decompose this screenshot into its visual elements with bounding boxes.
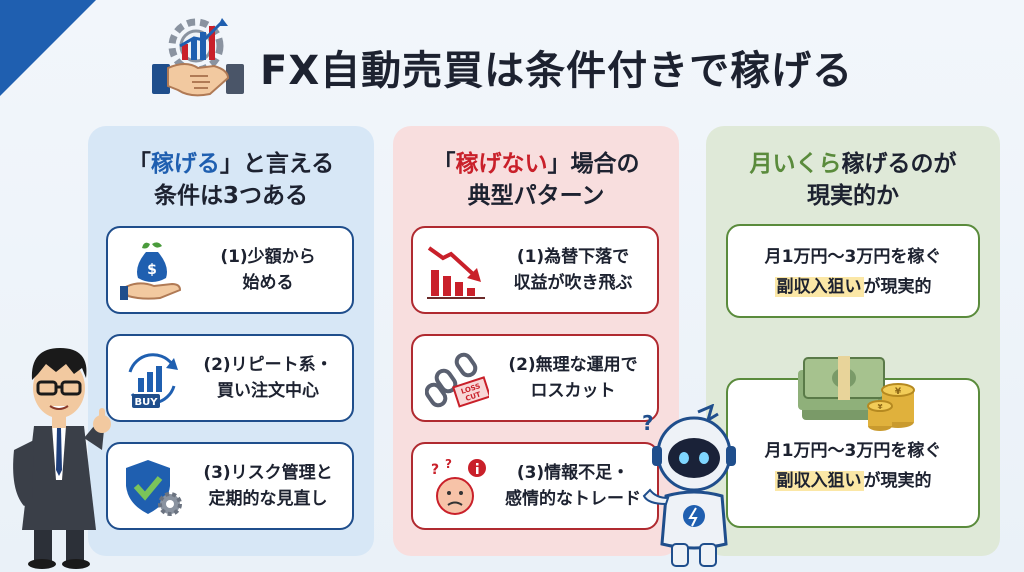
heading-bracket-open: 「	[432, 151, 456, 177]
condition-card-1: $ (1)少額から 始める	[106, 226, 354, 314]
broken-chain-icon: LOSS CUT	[425, 352, 489, 408]
card-text: (3)リスク管理と 定期的な見直し	[190, 444, 346, 528]
header: FX自動売買は条件付きで稼げる	[150, 16, 890, 102]
card-line1: (3)情報不足・	[516, 463, 630, 483]
card-line2: ロスカット	[530, 381, 616, 401]
condition-card-2: BUY (2)リピート系・ 買い注文中心	[106, 334, 354, 422]
column-cannot-earn: 「稼げない」場合の 典型パターン (1)為替下落で 収益が吹き飛ぶ LOSS C…	[393, 126, 679, 556]
money-bag-hand-icon: $	[120, 242, 182, 300]
robot-character: ?	[642, 404, 736, 567]
column-can-earn: 「稼げる」と言える 条件は3つある $ (1)少額から 始める BUY (2)リ	[88, 126, 374, 556]
card-line2: 買い注文中心	[217, 381, 319, 401]
yen-sign-1: ¥	[895, 387, 902, 397]
dollar-sign: $	[147, 262, 157, 278]
condition-card-3: (3)リスク管理と 定期的な見直し	[106, 442, 354, 530]
yen-sign-2: ¥	[878, 403, 883, 411]
svg-text:?: ?	[642, 411, 654, 435]
confused-face-icon: ? ?	[431, 457, 486, 515]
income-line1: 月1万円〜3万円を稼ぐ	[764, 441, 942, 461]
income-highlight: 副収入狙い	[774, 277, 864, 297]
heading-highlight: 稼げない	[455, 151, 548, 177]
card-line1: (1)為替下落で	[516, 247, 630, 267]
heading-line2: 現実的か	[807, 183, 899, 209]
handshake-gear-chart-icon	[152, 18, 244, 97]
svg-text:?: ?	[431, 462, 439, 478]
businessman-character	[13, 348, 111, 569]
heading-line2: 典型パターン	[467, 183, 605, 209]
card-line1: (2)無理な運用で	[508, 355, 638, 375]
page-title: FX自動売買は条件付きで稼げる	[260, 48, 854, 94]
income-line2: 副収入狙いが現実的	[728, 272, 978, 302]
card-line1: (2)リピート系・	[203, 355, 333, 375]
pattern-card-1: (1)為替下落で 収益が吹き飛ぶ	[411, 226, 659, 314]
column-heading: 「稼げない」場合の 典型パターン	[393, 148, 679, 212]
shield-check-gear-icon	[126, 460, 182, 516]
heading-bracket-open: 「	[127, 151, 151, 177]
heading-text: 」場合の	[547, 151, 640, 177]
column-heading: 月いくら稼げるのが 現実的か	[706, 148, 1000, 212]
heading-highlight: 稼げる	[150, 151, 220, 177]
card-text: (1)少額から 始める	[190, 228, 346, 312]
card-text: (1)為替下落で 収益が吹き飛ぶ	[495, 228, 651, 312]
money-stack-icon: ¥ ¥	[798, 356, 915, 431]
card-line2: 定期的な見直し	[208, 489, 328, 509]
card-line2: 感情的なトレード	[505, 489, 641, 509]
income-line1: 月1万円〜3万円を稼ぐ	[764, 247, 942, 267]
heading-highlight: 月いくら	[749, 151, 842, 177]
heading-text: 稼げるのが	[841, 151, 957, 177]
income-highlight: 副収入狙い	[774, 471, 864, 491]
pattern-card-2: LOSS CUT (2)無理な運用で ロスカット	[411, 334, 659, 422]
card-line1: (1)少額から	[220, 247, 316, 267]
repeat-buy-chart-icon: BUY	[128, 353, 178, 408]
corner-accent	[0, 0, 96, 96]
svg-text:?: ?	[445, 457, 452, 471]
heading-text: 」と言える	[219, 151, 335, 177]
heading-line2: 条件は3つある	[153, 183, 308, 209]
card-text: (3)情報不足・ 感情的なトレード	[495, 444, 651, 528]
card-text: (2)無理な運用で ロスカット	[495, 336, 651, 420]
buy-tag: BUY	[135, 397, 159, 408]
income-rest: が現実的	[863, 277, 932, 297]
income-rest: が現実的	[863, 471, 932, 491]
card-text: (2)リピート系・ 買い注文中心	[190, 336, 346, 420]
downtrend-chart-icon	[427, 246, 485, 299]
card-line2: 収益が吹き飛ぶ	[513, 273, 633, 293]
income-card-1: 月1万円〜3万円を稼ぐ 副収入狙いが現実的	[726, 224, 980, 318]
column-heading: 「稼げる」と言える 条件は3つある	[88, 148, 374, 212]
income-line2: 副収入狙いが現実的	[728, 466, 978, 496]
pattern-card-3: ? ? (3)情報不足・ 感情的なトレード	[411, 442, 659, 530]
card-line2: 始める	[242, 273, 294, 293]
card-line1: (3)リスク管理と	[203, 463, 333, 483]
